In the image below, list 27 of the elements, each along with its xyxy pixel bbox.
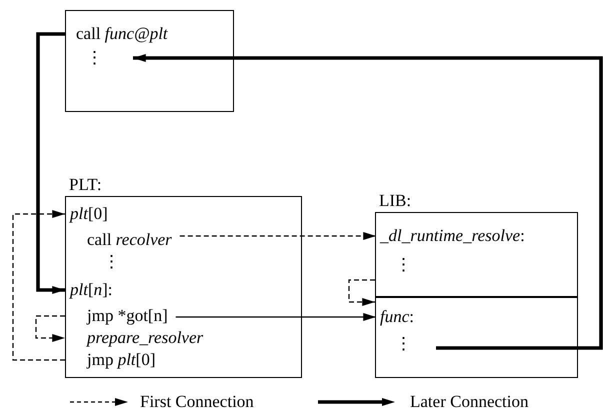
legend-label: Later Connection: [410, 391, 528, 413]
code-line: call func@plt: [66, 23, 174, 45]
arrow: [12, 210, 65, 361]
code-line: jmp plt[0]: [65, 349, 162, 371]
arrow: [133, 54, 603, 350]
code-line: _dl_runtime_resolve:: [376, 225, 531, 247]
function-section-box: [375, 296, 578, 378]
arrow: [176, 313, 376, 321]
arrow: [36, 32, 66, 294]
caller-code-box: [65, 10, 234, 112]
ellipsis-mark: ⋮: [376, 333, 436, 363]
code-line: plt[n]:: [65, 279, 119, 301]
section-heading: LIB:: [379, 190, 412, 212]
code-line: prepare_resolver: [65, 327, 210, 349]
code-line: func:: [376, 306, 420, 328]
routine-section-box: [375, 212, 578, 298]
ellipsis-mark: ⋮: [66, 47, 133, 69]
ellipsis-mark: ⋮: [376, 254, 418, 276]
code-line: plt[0]: [65, 203, 114, 225]
code-line: jmp *got[n]: [65, 305, 176, 327]
section-heading: PLT:: [69, 174, 102, 196]
arrow: [348, 279, 375, 306]
code-line: call recolver: [65, 229, 180, 251]
legend-label: First Connection: [140, 391, 254, 413]
arrow: [180, 232, 376, 240]
arrow: [35, 315, 65, 342]
ellipsis-mark: ⋮: [65, 251, 126, 273]
